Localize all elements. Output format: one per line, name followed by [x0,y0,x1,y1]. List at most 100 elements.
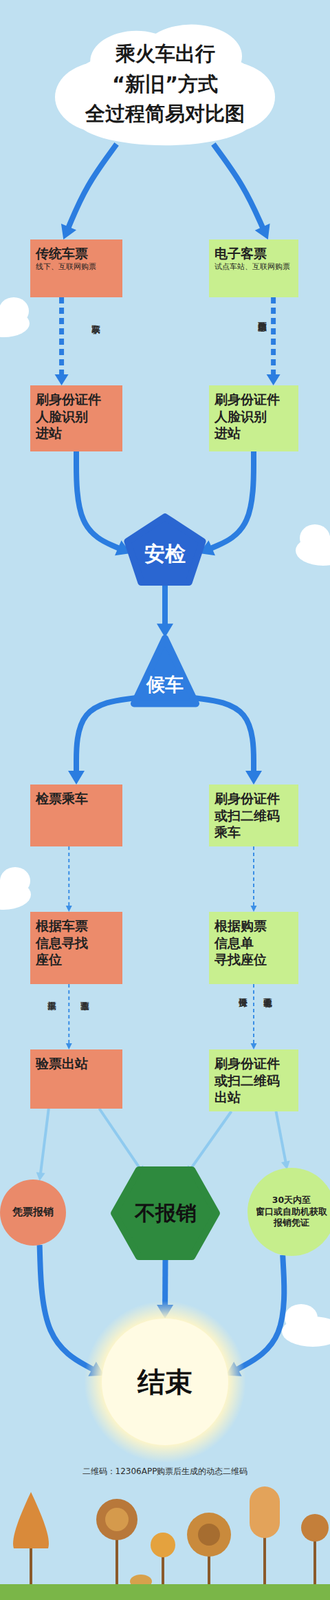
circle-fill [0,1178,66,1245]
node-text: 刷身份证件 人脸识别 进站 [35,390,117,442]
process-box: 刷身份证件 人脸识别 进站 [30,385,123,451]
node-text: 刷身份证件 或扫二维码 出站 [214,1053,293,1105]
cloud-puff [299,523,330,552]
step-pentagon: 安检 [125,514,205,585]
flow-arrow [250,845,258,911]
arrow-line [253,983,255,1044]
node-text: 传统车票 [35,244,88,262]
node-text: 验票出站 [35,1053,88,1072]
arrow-head [55,374,69,385]
flow-arrow [68,697,138,784]
shape-fill [114,1168,217,1256]
node-text: 刷身份证件 或扫二维码 乘车 [214,789,293,841]
arrow-line [40,1107,49,1173]
tree-trunk [313,1536,317,1585]
round-tree [187,1511,231,1556]
round-tree [198,1522,220,1545]
flow-arrow [156,581,174,637]
node-text: 安检 [144,541,186,566]
node-text: 不报销 [134,1199,197,1225]
round-tree [301,1512,329,1540]
arrow-head [266,374,281,385]
arrow-line [76,451,120,548]
shape-fill [134,637,196,703]
arrow-head [61,223,77,240]
node-text: 候车 [146,673,184,696]
shape-fill [127,516,203,582]
arrow-head [68,770,85,784]
arrow-line [59,297,64,376]
node-subtext: 线下、互联网购票 [35,261,97,272]
process-box: 传统车票线下、互联网购票 [30,239,123,297]
node-text: 电子客票 [214,244,267,262]
arrow-line [192,697,254,772]
arrow-line [210,451,254,548]
tree-trunk [115,1533,119,1585]
arrow-line [270,297,276,376]
end-circle: 结束 [101,1317,229,1444]
arrow-line [213,143,263,228]
flow-arrow [266,297,281,385]
flow-arrow [66,983,73,1049]
process-box: 刷身份证件 或扫二维码 出站 [209,1048,299,1111]
cloud-puff [0,297,29,325]
node-text: 凭票报销 [12,1204,54,1219]
node-text: 乘火车出行 “新旧”方式 全过程简易对比图 [79,39,251,130]
pill-tree [249,1485,280,1537]
arrow-line [190,1110,231,1169]
flow-arrow [55,297,69,385]
arrow-line [68,845,70,907]
footnote: 二维码：12306APP购票后生成的动态二维码 [0,1465,330,1480]
edge-label: 购票信息单下载打印 [242,314,267,363]
cloud-puff [284,1302,318,1331]
process-box: 验票出站 [30,1048,123,1108]
node-text: 刷身份证件 人脸识别 进站 [214,390,293,442]
outcome-circle: 凭票报销 [0,1178,66,1245]
arrow-head [36,1170,46,1180]
flow-arrow [199,451,254,555]
circle-fill [247,1166,330,1255]
ground [0,1582,330,1599]
arrow-line [162,1257,168,1305]
cloud-puff [0,866,31,894]
round-tree [150,1531,176,1556]
flow-arrow [213,143,270,240]
flow-arrow [76,451,131,555]
cloud-decor [0,297,330,1346]
tree-decor [13,1485,329,1587]
end-glow [83,1299,247,1462]
edge-label: 提供身份证件 [236,990,248,1047]
flow-arrow [99,1107,145,1174]
arrow-line [276,1110,286,1162]
process-box: 根据购票 信息单 寻找座位 [209,910,299,984]
arrow-head [250,904,258,911]
arrow-line [253,845,255,907]
process-box: 刷身份证件 人脸识别 进站 [209,385,299,451]
circle-fill [101,1317,229,1444]
outcome-hexagon: 不报销 [112,1166,219,1259]
node-subtext: 试点车站、互联网购票 [214,261,291,272]
flow-arrow [66,845,73,911]
arrow-line [236,1254,284,1369]
title-cloud: 乘火车出行 “新旧”方式 全过程简易对比图 [55,20,275,148]
arrow-line [99,1107,141,1168]
arrow-line [68,983,70,1044]
node-text: 30天内至 窗口或自助机获取 报销凭证 [253,1193,330,1229]
process-box: 根据车票 信息寻找 座位 [30,910,123,984]
process-box: 检票乘车 [30,783,123,846]
cone-tree [13,1490,49,1547]
arrow-head [250,1042,258,1049]
arrow-head [66,1042,73,1049]
flow-arrow [36,1107,49,1180]
arrow-head [245,770,262,784]
process-box: 电子客票试点车站、互联网购票 [209,239,299,297]
edge-note: 查验电子客票 [261,990,273,1047]
arrow-line [39,1243,94,1369]
edge-label: 获取车票 [88,317,101,359]
flow-arrow [250,983,258,1049]
arrow-head [66,904,73,911]
step-triangle: 候车 [130,633,200,709]
node-text: 根据购票 信息单 寻找座位 [214,916,293,968]
process-box: 刷身份证件 或扫二维码 乘车 [209,783,299,846]
flow-arrow [61,143,117,240]
